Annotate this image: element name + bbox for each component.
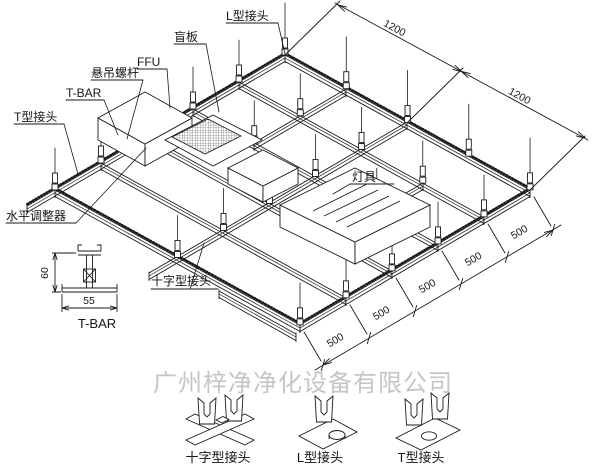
dim-60: 60 (39, 267, 51, 279)
callout-leveler: 水平调整器 (6, 208, 66, 223)
perforated-face (171, 118, 242, 155)
dim-500-1: 500 (325, 331, 346, 350)
legend-label-t-joint: T型接头 (398, 450, 445, 465)
center-blank-box (227, 149, 299, 203)
callout-light: 灯具 (352, 170, 376, 184)
dim-500-4: 500 (463, 250, 484, 269)
blind-panel (164, 114, 263, 167)
dim-55: 55 (83, 295, 95, 307)
company-watermark: 广州梓净净化设备有限公司 (153, 370, 453, 397)
light-fixture-box (278, 167, 432, 265)
callout-ffu: FFU (137, 55, 160, 69)
callout-labels: T型接头 T-BAR 悬吊螺杆 FFU 盲板 L型接头 水平调整器 灯具 十字型… (6, 8, 376, 288)
dim-500-2: 500 (371, 304, 392, 323)
tbar-detail (52, 244, 118, 312)
callout-blind-panel: 盲板 (174, 29, 198, 44)
callout-cross-joint: 十字型接头 (151, 273, 211, 288)
callout-l-joint: L型接头 (226, 8, 269, 23)
legend-label-cross-joint: 十字型接头 (185, 450, 250, 465)
dim-500-5: 500 (509, 223, 530, 242)
dim-1200-1: 1200 (381, 18, 407, 40)
tbar-detail-label: T-BAR (78, 316, 116, 331)
callout-t-joint: T型接头 (14, 109, 57, 124)
dim-1200-2: 1200 (506, 86, 532, 108)
legend-label-l-joint: L型接头 (297, 450, 343, 465)
dimension-linework (5, 0, 589, 372)
callout-hanger-rod: 悬吊螺杆 (91, 66, 139, 80)
callout-tbar: T-BAR (66, 86, 102, 100)
dim-500-3: 500 (417, 277, 438, 296)
legend-icon-cross-joint (184, 394, 256, 446)
legend-icon-t-joint (394, 392, 462, 451)
legend-labels: 十字型接头 L型接头 T型接头 (185, 450, 444, 465)
legend-icon-l-joint (298, 395, 358, 450)
light-tubes (312, 183, 401, 228)
